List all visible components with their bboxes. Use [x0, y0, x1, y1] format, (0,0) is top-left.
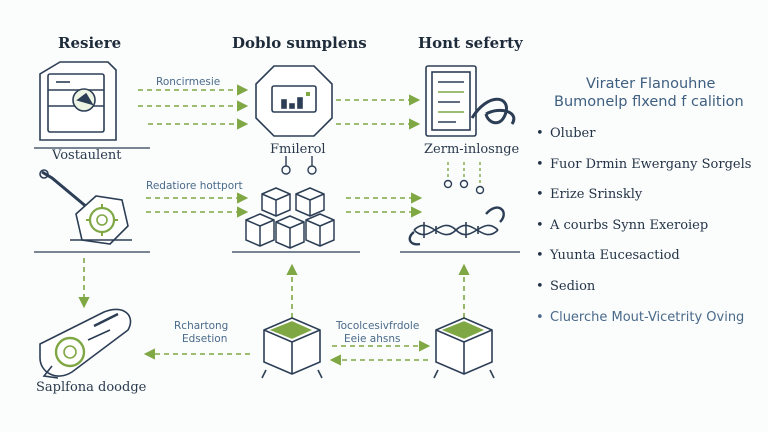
dna-helix-icon	[408, 206, 505, 246]
side-panel-item-label: Erize Srinskly	[550, 187, 643, 203]
bullet-icon: •	[536, 126, 544, 141]
bullet-icon: •	[536, 278, 544, 294]
column-title-middle: Doblo sumplens	[232, 34, 367, 52]
edge-label-top-row: Roncirmesie	[156, 76, 221, 88]
edge-label-middle-row: Redatiore hottport	[146, 180, 243, 192]
side-panel-item: • A courbs Synn Exeroiep	[536, 216, 751, 247]
bullet-icon: •	[536, 309, 544, 325]
bullet-icon: •	[536, 156, 544, 172]
side-panel-item-label: Fuor Drmin Ewergany Sorgels	[550, 156, 752, 172]
side-panel-list: • Oluber • Fuor Drmin Ewergany Sorgels • Eriz…	[536, 124, 751, 338]
monitor-chart-icon	[255, 65, 333, 137]
side-panel-item-label: Cluerche Mout-Vicetrity Oving	[550, 309, 745, 325]
server-rack-icon	[39, 61, 117, 141]
side-panel-item-label: A courbs Synn Exeroiep	[550, 217, 709, 233]
column-title-left: Resiere	[58, 34, 122, 52]
caption-top-middle: Fmilerol	[270, 142, 326, 157]
caption-bottom-left: Saplfona doodge	[36, 380, 147, 395]
pin-connectors	[281, 156, 485, 195]
box-cube-icon-right	[433, 317, 495, 379]
document-chain-icon	[425, 65, 516, 137]
side-panel-item: • Erize Srinskly	[536, 185, 751, 216]
arrows-top-row	[138, 84, 421, 130]
bullet-icon: •	[536, 248, 544, 264]
side-panel-item: • Oluber	[536, 124, 751, 155]
robot-arm-gear-icon	[39, 169, 132, 245]
box-cube-icon-middle	[261, 317, 323, 379]
arrows-bottom-row	[143, 340, 431, 366]
side-panel-item: • Fuor Drmin Ewergany Sorgels	[536, 155, 751, 186]
side-panel-item: • Yuunta Eucesactiod	[536, 246, 751, 277]
arrows-middle-row	[146, 192, 423, 218]
edge-label-bottom-right-1: Tocolcesivfrdole	[336, 320, 420, 332]
column-title-right: Hont seferty	[418, 34, 523, 52]
arrows-vertical	[78, 258, 470, 318]
side-panel-item: • Sedion	[536, 277, 751, 308]
caption-top-left: Vostaulent	[52, 148, 122, 163]
side-panel-item-label: Yuunta Eucesactiod	[550, 248, 680, 264]
caption-top-right: Zerm-inlosnge	[424, 142, 520, 157]
stacked-cubes-icon	[245, 187, 335, 249]
bullet-icon: •	[536, 187, 544, 203]
side-panel-item: • Cluerche Mout-Vicetrity Oving	[536, 308, 751, 339]
side-panel-title-line1: Virater Flanouhne	[586, 76, 716, 92]
bullet-icon: •	[536, 217, 544, 233]
tilted-gauge-icon	[39, 308, 132, 379]
side-panel-title-line2: Bumonelp flxend f calition	[554, 94, 744, 110]
edge-label-bottom-right-2: Eeie ahsns	[344, 333, 401, 345]
edge-label-bottom-left-1: Rchartong	[174, 320, 229, 332]
edge-label-bottom-left-2: Edsetion	[182, 333, 228, 345]
side-panel-item-label: Oluber	[550, 126, 596, 141]
side-panel-item-label: Sedion	[550, 278, 596, 294]
